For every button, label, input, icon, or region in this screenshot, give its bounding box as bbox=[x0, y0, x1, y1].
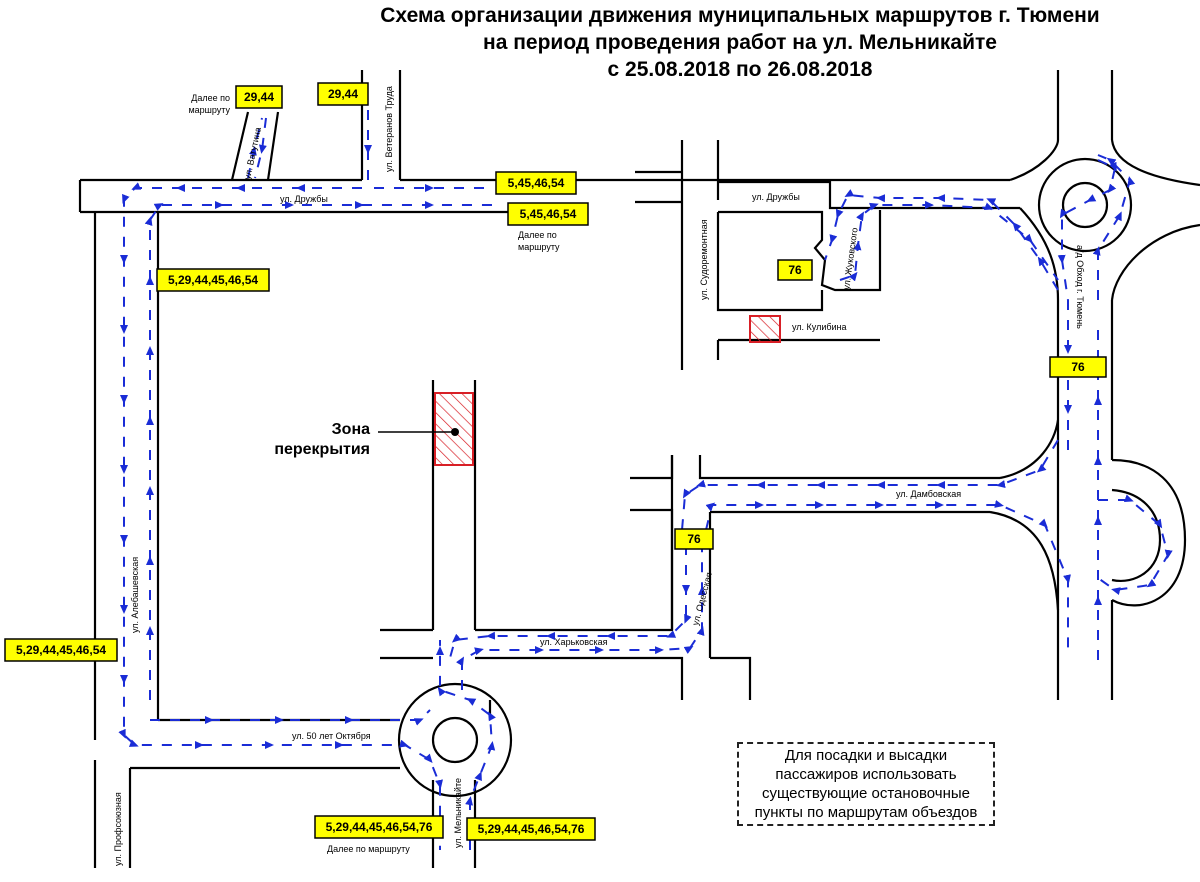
badge-bottom-left: 5,29,44,45,46,54,76 bbox=[314, 815, 444, 839]
title-line-3: с 25.08.2018 по 26.08.2018 bbox=[607, 58, 873, 81]
note-dalee-druzhby-2: маршруту bbox=[518, 242, 560, 252]
route-badges: 29,44 29,44 5,45,46,54 5,45,46,54 5,29,4… bbox=[4, 82, 1107, 841]
badge-bottom-left-text: 5,29,44,45,46,54,76 bbox=[326, 820, 433, 834]
badge-bottom-right-text: 5,29,44,45,46,54,76 bbox=[478, 822, 585, 836]
badge-odesskaya-text: 76 bbox=[687, 532, 701, 546]
badge-left-edge: 5,29,44,45,46,54 bbox=[4, 638, 118, 662]
badge-bottom-right: 5,29,44,45,46,54,76 bbox=[466, 817, 596, 841]
detour-routes bbox=[118, 110, 1173, 850]
street-alebashevskaya: ул. Алебашевская bbox=[130, 557, 140, 633]
street-dambovskaya: ул. Дамбовская bbox=[896, 489, 961, 499]
passenger-notice: Для посадки и высадки пассажиров использ… bbox=[737, 742, 995, 826]
badge-left-edge-text: 5,29,44,45,46,54 bbox=[16, 643, 106, 657]
badge-alebashevskaya: 5,29,44,45,46,54 bbox=[156, 268, 270, 292]
title-line-2: на период проведения работ на ул. Мельни… bbox=[483, 31, 997, 54]
note-dalee-bottom: Далее по маршруту bbox=[327, 844, 410, 854]
passenger-notice-text: Для посадки и высадки пассажиров использ… bbox=[754, 747, 978, 821]
street-melnikaite: ул. Мельникайте bbox=[453, 778, 463, 848]
badge-veteranov-text: 29,44 bbox=[328, 87, 358, 101]
street-druzhby-left: ул. Дружбы bbox=[280, 194, 328, 204]
street-profsoyuznaya: ул. Профсоюзная bbox=[113, 792, 123, 866]
badge-alebashevskaya-text: 5,29,44,45,46,54 bbox=[168, 273, 258, 287]
street-sudoremontnaya: ул. Судоремонтная bbox=[699, 219, 709, 300]
badge-zhukovskogo: 76 bbox=[777, 259, 813, 281]
closure-zone-label: Зона перекрытия bbox=[260, 420, 370, 460]
closure-zone-label-line1: Зона bbox=[331, 421, 370, 438]
street-kulibina: ул. Кулибина bbox=[792, 322, 847, 332]
closure-zone-label-line2: перекрытия bbox=[274, 441, 370, 458]
badge-zhukovskogo-text: 76 bbox=[788, 263, 802, 277]
closure-zone-kulibina bbox=[749, 315, 781, 343]
note-dalee-vatutina-2: маршруту bbox=[188, 105, 230, 115]
badge-vatutina-text: 29,44 bbox=[244, 90, 274, 104]
note-dalee-druzhby-1: Далее по bbox=[518, 230, 557, 240]
badge-obhod-text: 76 bbox=[1071, 360, 1085, 374]
map-title: Схема организации движения муниципальных… bbox=[300, 2, 1180, 83]
badge-druzhby-bottom-text: 5,45,46,54 bbox=[520, 207, 577, 221]
street-vatutina: ул. Ватутина bbox=[242, 126, 263, 180]
street-zhukovskogo: ул. Жуковского bbox=[841, 227, 860, 290]
street-kharkovskaya: ул. Харьковская bbox=[540, 637, 608, 647]
badge-druzhby-bottom: 5,45,46,54 bbox=[507, 202, 589, 226]
note-dalee-vatutina-1: Далее по bbox=[191, 93, 230, 103]
badge-odesskaya: 76 bbox=[674, 528, 714, 550]
street-veteranov-truda: ул. Ветеранов Труда bbox=[384, 86, 394, 172]
badge-vatutina: 29,44 bbox=[235, 85, 283, 109]
badge-veteranov: 29,44 bbox=[317, 82, 369, 106]
badge-obhod: 76 bbox=[1049, 356, 1107, 378]
street-obhod: а/д Обход г. Тюмень bbox=[1075, 245, 1085, 329]
badge-druzhby-top-text: 5,45,46,54 bbox=[508, 176, 565, 190]
route-notes: Далее по маршруту Далее по маршруту Дале… bbox=[188, 93, 560, 854]
street-druzhby-right: ул. Дружбы bbox=[752, 192, 800, 202]
badge-druzhby-top: 5,45,46,54 bbox=[495, 171, 577, 195]
title-line-1: Схема организации движения муниципальных… bbox=[380, 4, 1100, 27]
street-50-let-oktyabrya: ул. 50 лет Октября bbox=[292, 731, 371, 741]
